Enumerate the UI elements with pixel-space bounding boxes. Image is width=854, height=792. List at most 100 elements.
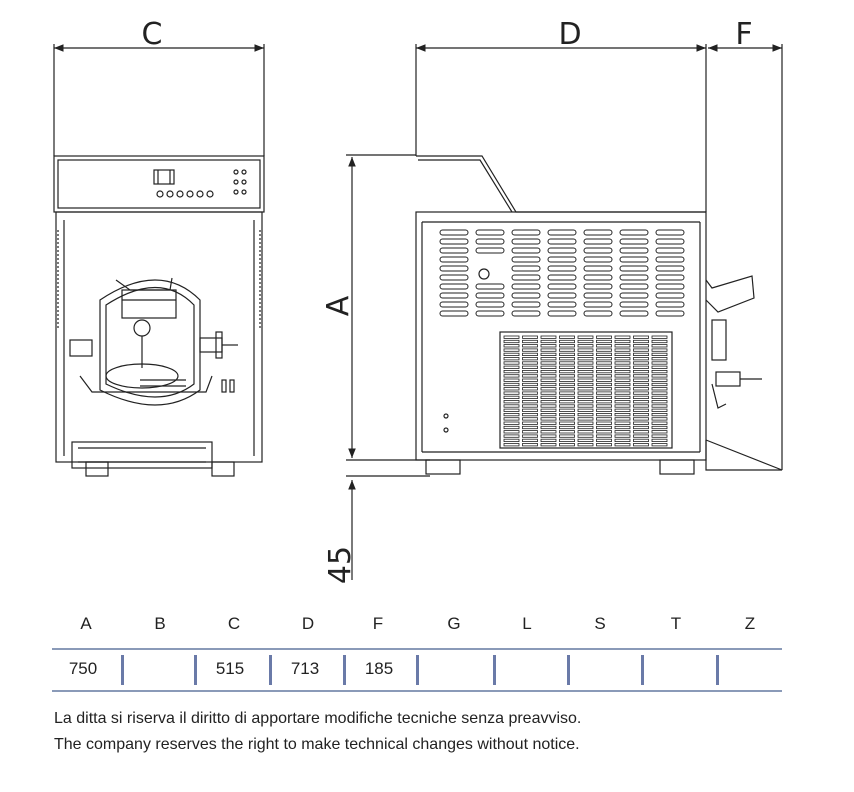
grille-cell <box>540 352 557 357</box>
grille-cell <box>540 391 557 395</box>
grille-cell <box>651 391 668 395</box>
grille-cell <box>596 382 612 387</box>
grille-cell <box>614 391 631 395</box>
grille-cell <box>503 382 520 387</box>
grille-cell <box>522 443 538 447</box>
grille-cell <box>651 339 668 344</box>
grille-cell <box>559 417 575 421</box>
grille-cell <box>633 339 649 344</box>
vent-slot <box>619 229 649 236</box>
grille-cell <box>540 369 557 374</box>
grille-cell <box>503 365 520 369</box>
grille-cell <box>633 369 649 374</box>
grille-cell <box>522 400 538 404</box>
grille-cell <box>522 382 538 387</box>
grille-cell <box>503 369 520 374</box>
grille-cell <box>633 421 649 425</box>
grille-cell <box>540 417 557 421</box>
grille-cell <box>614 382 631 387</box>
vent-slot <box>583 283 613 290</box>
grille-cell <box>503 425 520 430</box>
table-separator <box>567 655 570 685</box>
grille-cell <box>651 417 668 421</box>
grille-cell <box>633 378 649 382</box>
grille-cell <box>614 387 631 391</box>
grille-cell <box>596 408 612 412</box>
grille-cell <box>522 357 538 361</box>
table-separator <box>493 655 496 685</box>
table-separator <box>641 655 644 685</box>
grille-cell <box>614 434 631 438</box>
vent-slot <box>511 274 541 281</box>
vent-slot <box>583 310 613 317</box>
grille-cell <box>596 421 612 425</box>
grille-cell <box>522 335 538 339</box>
grille-cell <box>503 412 520 417</box>
grille-cell <box>596 369 612 374</box>
grille-cell <box>633 443 649 447</box>
grille-cell <box>577 425 594 430</box>
grille-cell <box>596 400 612 404</box>
grille-cell <box>596 404 612 408</box>
grille-cell <box>522 425 538 430</box>
grille-cell <box>633 344 649 348</box>
grille-cell <box>651 412 668 417</box>
grille-cell <box>614 395 631 400</box>
vent-slot <box>583 265 613 272</box>
grille-cell <box>503 361 520 365</box>
grille-cell <box>651 357 668 361</box>
grille-cell <box>596 443 612 447</box>
vent-slot <box>619 283 649 290</box>
grille-cell <box>596 339 612 344</box>
grille-cell <box>633 434 649 438</box>
grille-cell <box>559 443 575 447</box>
grille-cell <box>540 404 557 408</box>
grille-cell <box>503 387 520 391</box>
grille-cell <box>577 339 594 344</box>
grille-cell <box>596 378 612 382</box>
grille-cell <box>559 348 575 352</box>
grille-cell <box>559 378 575 382</box>
grille-cell <box>540 344 557 348</box>
grille-cell <box>596 395 612 400</box>
grille-cell <box>522 339 538 344</box>
header-s: S <box>594 614 606 633</box>
grille-cell <box>540 378 557 382</box>
vent-slot <box>475 247 505 254</box>
grille-cell <box>633 438 649 443</box>
grille-cell <box>559 382 575 387</box>
grille-cell <box>577 335 594 339</box>
dimension-d-label: D <box>558 17 581 52</box>
grille-cell <box>633 365 649 369</box>
value-a: 750 <box>68 659 98 678</box>
vent-slot <box>655 265 685 272</box>
grille-cell <box>596 434 612 438</box>
grille-cell <box>559 434 575 438</box>
grille-cell <box>577 391 594 395</box>
grille-cell <box>577 387 594 391</box>
grille-cell <box>651 425 668 430</box>
grille-cell <box>614 438 631 443</box>
grille-cell <box>596 335 612 339</box>
grille-cell <box>633 408 649 412</box>
grille-cell <box>540 408 557 412</box>
grille-cell <box>651 434 668 438</box>
grille-cell <box>559 339 575 344</box>
note-english: The company reserves the right to make t… <box>54 736 580 753</box>
grille-cell <box>540 335 557 339</box>
grille-cell <box>614 335 631 339</box>
vent-slot <box>655 301 685 308</box>
vent-slot <box>511 247 541 254</box>
grille-cell <box>503 408 520 412</box>
vent-slot <box>655 274 685 281</box>
grille-cell <box>651 408 668 412</box>
grille-cell <box>503 417 520 421</box>
grille-cell <box>614 357 631 361</box>
grille-cell <box>651 344 668 348</box>
grille-cell <box>577 421 594 425</box>
grille-cell <box>614 425 631 430</box>
vent-slot <box>655 247 685 254</box>
grille-cell <box>596 352 612 357</box>
vent-slot <box>511 292 541 299</box>
grille-cell <box>577 365 594 369</box>
